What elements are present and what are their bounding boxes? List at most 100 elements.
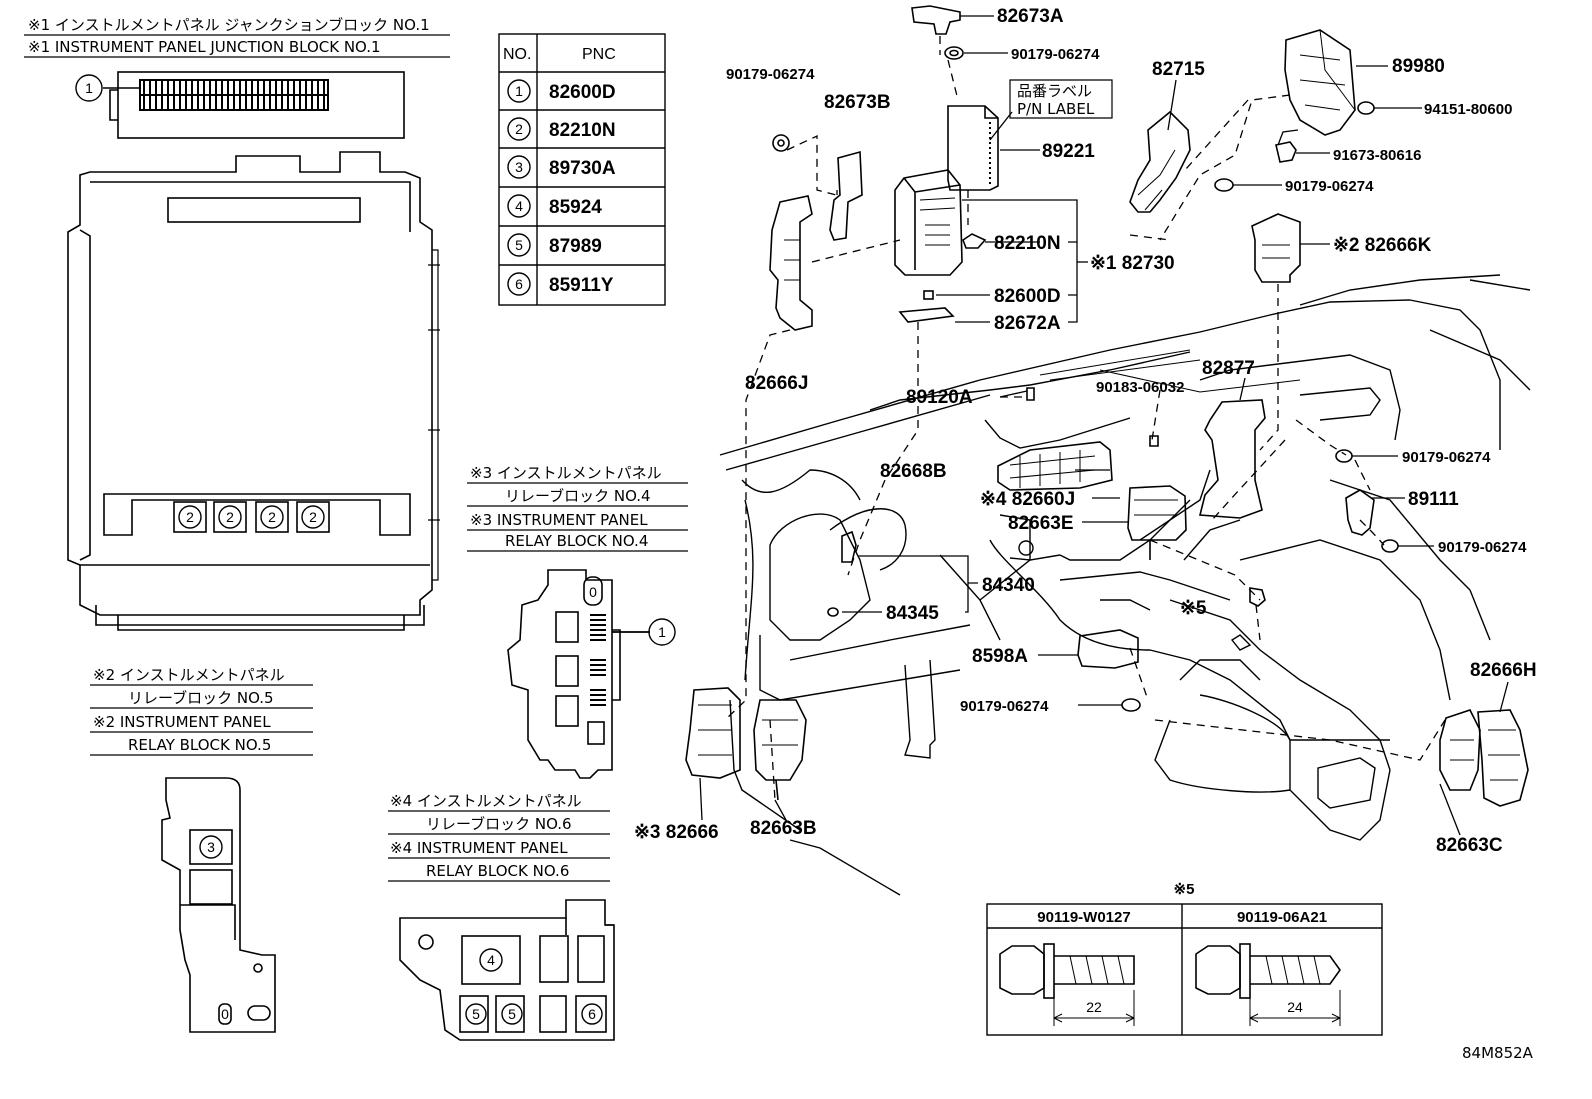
label-82663B: 82663B <box>750 818 817 839</box>
label-8598A: 8598A <box>972 646 1028 667</box>
callout-6: 6 <box>588 1006 596 1022</box>
label-82715: 82715 <box>1152 59 1205 80</box>
bottom-relay-blocks <box>685 687 807 801</box>
caption-rb5-jp2: リレーブロック NO.5 <box>128 689 274 707</box>
label-84340: 84340 <box>982 575 1035 596</box>
pnc-row-no: 5 <box>515 237 523 253</box>
bolt-table-frame <box>986 903 1383 1036</box>
caption-rb5-en2: RELAY BLOCK NO.5 <box>128 736 271 754</box>
pnc-header-pnc: PNC <box>582 46 616 63</box>
dashed-guides <box>724 36 1446 801</box>
label-82660J: ※4 82660J <box>980 489 1075 510</box>
callout-1: 1 <box>85 80 93 96</box>
caption-rb4-en: ※3 INSTRUMENT PANEL <box>470 511 648 529</box>
label-82666: ※3 82666 <box>634 822 719 843</box>
label-89120A: 89120A <box>906 387 973 408</box>
label-90179-top: 90179-06274 <box>1011 46 1100 63</box>
pnc-row-value: 85911Y <box>549 275 614 296</box>
right-relay-blocks <box>1439 709 1529 807</box>
pnc-row-no: 1 <box>515 83 523 99</box>
bolt-col-2: 90119-06A21 <box>1237 909 1327 926</box>
pnc-row-value: 89730A <box>549 158 616 179</box>
caption-rb6-jp: ※4 インストルメントパネル <box>390 792 582 810</box>
pnc-row-no: 2 <box>515 121 523 137</box>
caption-rb6-jp2: リレーブロック NO.6 <box>426 815 572 833</box>
bolt-22 <box>999 943 1135 1026</box>
callout-2: 2 <box>268 509 276 525</box>
label-90179-left: 90179-06274 <box>726 66 815 83</box>
pnc-row-value: 87989 <box>549 236 602 257</box>
relay-block-no4 <box>507 569 650 779</box>
caption-underlines <box>24 34 688 882</box>
callout-3: 3 <box>207 839 215 855</box>
pnc-row-no: 4 <box>515 198 523 214</box>
connector-pins <box>139 79 329 111</box>
label-82600D: 82600D <box>994 286 1061 307</box>
ecu-assembly <box>769 5 1035 401</box>
caption-rb4-en2: RELAY BLOCK NO.4 <box>505 532 648 550</box>
callout-circles <box>75 74 676 1025</box>
label-90179-b: 90179-06274 <box>960 698 1049 715</box>
dashboard-outline <box>719 274 1531 896</box>
label-84345: 84345 <box>886 603 939 624</box>
label-89111: 89111 <box>1408 489 1459 510</box>
label-82668B: 82668B <box>880 461 947 482</box>
right-top-parts <box>1129 29 1375 519</box>
label-90179-r2: 90179-06274 <box>1402 449 1491 466</box>
pnc-table: NO. PNC 1 2 3 4 5 6 82600D 82210N 89730A… <box>503 46 616 296</box>
label-94151: 94151-80600 <box>1424 101 1512 118</box>
part-8598A <box>1077 629 1139 669</box>
bolt-table-title: ※5 <box>1174 881 1195 898</box>
part-84340 <box>841 530 857 563</box>
caption-rb4-jp2: リレーブロック NO.4 <box>505 487 651 505</box>
bolt-table: ※5 90119-W0127 90119-06A21 22 24 <box>1037 881 1327 1015</box>
caption-rb5-en: ※2 INSTRUMENT PANEL <box>93 713 271 731</box>
label-82877: 82877 <box>1202 358 1255 379</box>
callout-numbers: 1 1 2 2 2 2 3 4 5 5 6 0 0 <box>85 80 666 1022</box>
relay-block-no6 <box>399 899 615 1041</box>
relay4-slot-label: 0 <box>589 584 597 600</box>
pnc-row-no: 3 <box>515 159 523 175</box>
pnc-row-value: 82600D <box>549 82 616 103</box>
callout-5: 5 <box>472 1006 480 1022</box>
callout-2: 2 <box>226 509 234 525</box>
relay-block-no5 <box>161 777 276 1033</box>
label-82672A: 82672A <box>994 313 1061 334</box>
label-91673: 91673-80616 <box>1333 147 1421 164</box>
leader-lines <box>699 15 1509 836</box>
pnc-row-value: 85924 <box>549 197 602 218</box>
pnc-row-no: 6 <box>515 276 523 292</box>
label-89980: 89980 <box>1392 56 1445 77</box>
caption-rb6-en2: RELAY BLOCK NO.6 <box>426 862 569 880</box>
junction-slots <box>173 501 330 533</box>
label-82673A: 82673A <box>997 6 1064 27</box>
label-82210N: 82210N <box>994 233 1061 254</box>
bolt-length-1: 22 <box>1086 999 1102 1015</box>
figure-code: 84M852A <box>1462 1044 1534 1062</box>
caption-rb6-en: ※4 INSTRUMENT PANEL <box>390 839 568 857</box>
bolt-col-1: 90119-W0127 <box>1037 909 1130 926</box>
caption-rb5-jp: ※2 インストルメントパネル <box>93 666 285 684</box>
label-82663E: 82663E <box>1008 513 1074 534</box>
label-82666K: ※2 82666K <box>1333 235 1432 256</box>
label-82666H: 82666H <box>1470 660 1537 681</box>
pnc-header-no: NO. <box>503 46 531 63</box>
label-5mark: ※5 <box>1180 598 1207 619</box>
instrument-cluster <box>997 441 1113 491</box>
label-82673B: 82673B <box>824 92 891 113</box>
caption-rb4-jp: ※3 インストルメントパネル <box>470 464 662 482</box>
pnc-row-value: 82210N <box>549 120 616 141</box>
label-89221: 89221 <box>1042 141 1095 162</box>
label-82730: ※1 82730 <box>1090 253 1175 274</box>
label-82666J: 82666J <box>745 373 808 394</box>
caption-jb1-en: ※1 INSTRUMENT PANEL JUNCTION BLOCK NO.1 <box>28 38 381 56</box>
callout-2: 2 <box>309 509 317 525</box>
junction-block-no1 <box>67 71 440 631</box>
label-90179-r1: 90179-06274 <box>1285 178 1374 195</box>
captions: ※1 インストルメントパネル ジャンクションブロック NO.1 ※1 INSTR… <box>28 16 662 880</box>
part-labels: 82673A 90179-06274 90179-06274 82673B 品番… <box>634 6 1537 856</box>
pnc-table-grid <box>498 33 666 306</box>
label-pn-jp: 品番ラベル <box>1017 82 1092 100</box>
label-82663C: 82663C <box>1436 835 1503 856</box>
